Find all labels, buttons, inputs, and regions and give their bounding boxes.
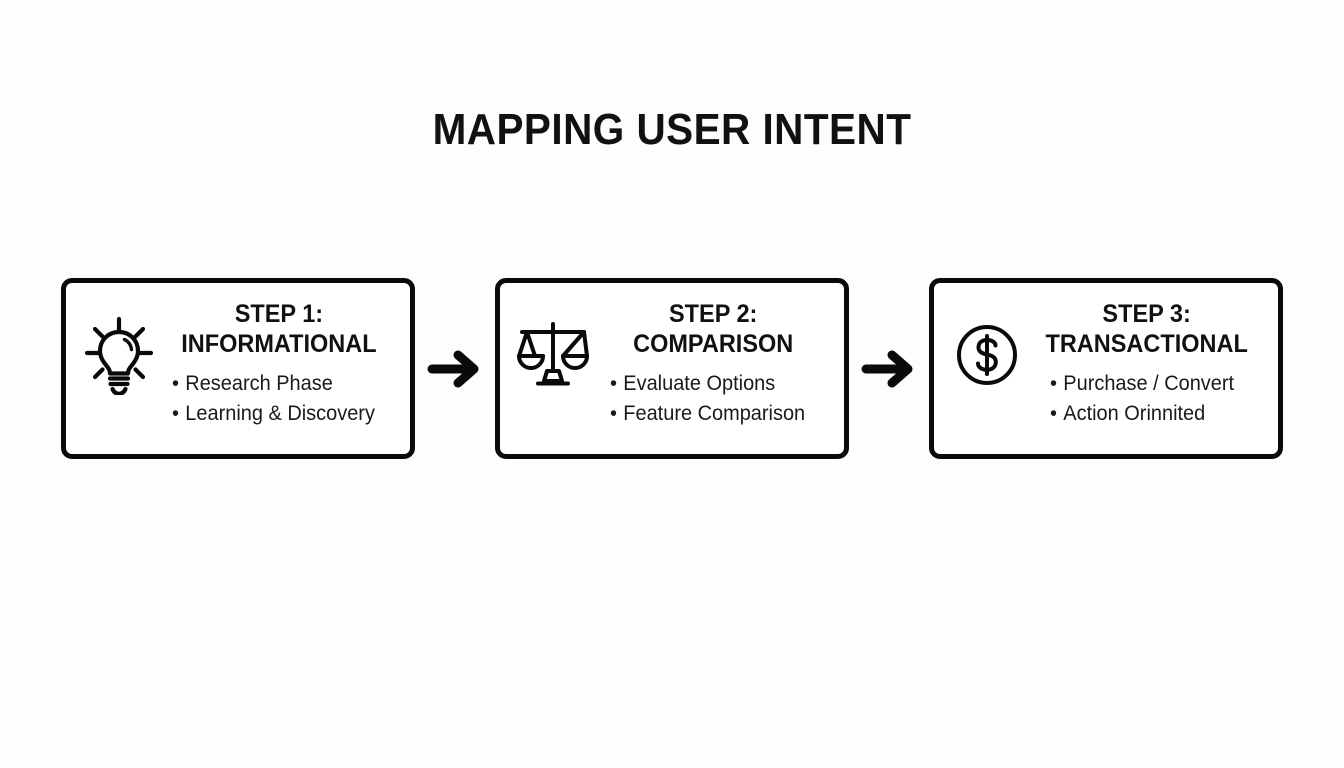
- step-card-3-heading: STEP 3: TRANSACTIONAL: [1046, 299, 1248, 359]
- arrow-right-icon-1: [415, 339, 495, 399]
- process-flow: STEP 1: INFORMATIONAL Research Phase Lea…: [61, 278, 1283, 459]
- list-item: Action Orinnited: [1050, 399, 1234, 429]
- list-item: Feature Comparison: [610, 399, 806, 429]
- balance-scales-icon: [514, 309, 592, 401]
- step-card-2[interactable]: STEP 2: COMPARISON Evaluate Options Feat…: [495, 278, 849, 459]
- list-item: Evaluate Options: [610, 369, 805, 399]
- step-card-2-heading-line1: STEP 2:: [668, 300, 758, 328]
- step-card-3-heading-line1: STEP 3:: [1102, 300, 1192, 328]
- step-card-3[interactable]: STEP 3: TRANSACTIONAL Purchase / Convert…: [929, 278, 1283, 459]
- page-title: MAPPING USER INTENT: [432, 105, 912, 154]
- step-card-1-body: STEP 1: INFORMATIONAL Research Phase Lea…: [158, 295, 400, 429]
- list-item: Research Phase: [172, 369, 375, 399]
- step-card-3-body: STEP 3: TRANSACTIONAL Purchase / Convert…: [1026, 295, 1268, 429]
- lightbulb-icon: [80, 309, 158, 401]
- step-card-2-body: STEP 2: COMPARISON Evaluate Options Feat…: [592, 295, 834, 429]
- dollar-circle-icon: [948, 309, 1026, 401]
- step-card-1-heading-line2: INFORMATIONAL: [181, 330, 377, 358]
- step-card-1-heading: STEP 1: INFORMATIONAL: [181, 299, 376, 359]
- step-card-2-heading: STEP 2: COMPARISON: [633, 299, 793, 359]
- list-item: Learning & Discovery: [172, 399, 376, 429]
- step-card-3-heading-line2: TRANSACTIONAL: [1045, 330, 1249, 358]
- step-card-1[interactable]: STEP 1: INFORMATIONAL Research Phase Lea…: [61, 278, 415, 459]
- step-card-1-bullets: Research Phase Learning & Discovery: [172, 369, 386, 429]
- step-card-2-bullets: Evaluate Options Feature Comparison: [610, 369, 815, 429]
- step-card-2-heading-line2: COMPARISON: [632, 330, 794, 358]
- step-card-1-heading-line1: STEP 1:: [234, 300, 324, 328]
- step-card-3-bullets: Purchase / Convert Action Orinnited: [1050, 369, 1244, 429]
- arrow-right-icon-2: [849, 339, 929, 399]
- list-item: Purchase / Convert: [1050, 369, 1234, 399]
